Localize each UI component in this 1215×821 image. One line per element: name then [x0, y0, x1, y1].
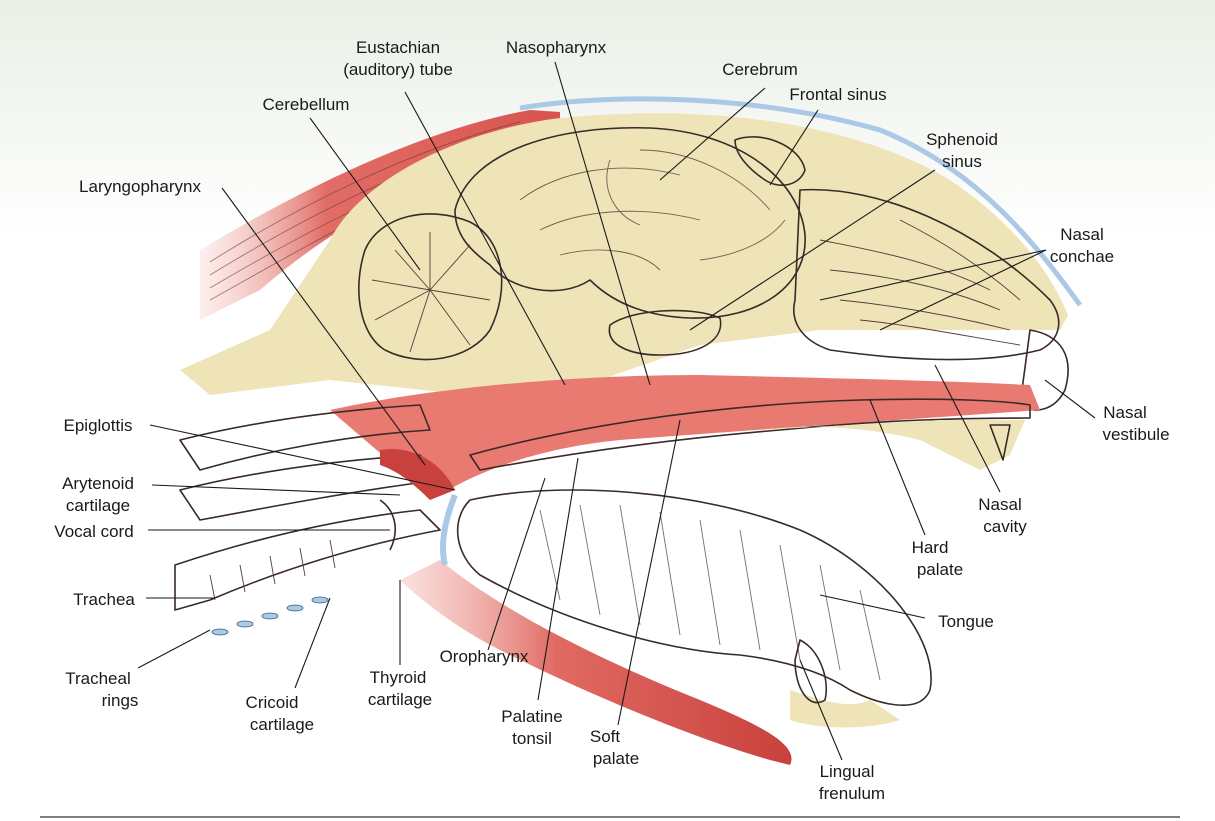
label-nasopharynx: Nasopharynx — [506, 38, 607, 57]
label-palatine-line2: tonsil — [512, 729, 552, 748]
tracheal-rings-shape — [212, 597, 328, 635]
label-nasal-vestibule-line1: Nasal — [1103, 403, 1146, 422]
label-thyroid-line2: cartilage — [368, 690, 432, 709]
label-thyroid-line1: Thyroid — [370, 668, 427, 687]
label-eustachian-line1: Eustachian — [356, 38, 440, 57]
label-hard-palate-line1: Hard — [912, 538, 949, 557]
label-tongue: Tongue — [938, 612, 994, 631]
anatomy-illustration — [175, 99, 1080, 765]
label-frontal-sinus: Frontal sinus — [789, 85, 886, 104]
label-trachea: Trachea — [73, 590, 135, 609]
leader-arytenoid — [152, 485, 400, 495]
label-nasal-conchae-line1: Nasal — [1060, 225, 1103, 244]
label-tracheal-rings-line2: rings — [102, 691, 139, 710]
leader-tracheal-rings — [138, 630, 210, 668]
label-arytenoid-line1: Arytenoid — [62, 474, 134, 493]
label-sphenoid-line1: Sphenoid — [926, 130, 998, 149]
label-soft-palate-line1: Soft — [590, 727, 621, 746]
label-nasal-conchae-line2: conchae — [1050, 247, 1114, 266]
label-lingual-line1: Lingual — [820, 762, 875, 781]
label-nasal-cavity-line2: cavity — [983, 517, 1027, 536]
leader-cricoid — [295, 598, 330, 688]
label-eustachian-line2: (auditory) tube — [343, 60, 453, 79]
label-nasal-cavity-line1: Nasal — [978, 495, 1021, 514]
label-vocal-cord: Vocal cord — [54, 522, 133, 541]
laryngeal-cartilage — [443, 495, 455, 565]
label-arytenoid-line2: cartilage — [66, 496, 130, 515]
label-cricoid-line1: Cricoid — [246, 693, 299, 712]
label-cerebrum: Cerebrum — [722, 60, 798, 79]
label-palatine-line1: Palatine — [501, 707, 562, 726]
label-epiglottis: Epiglottis — [64, 416, 133, 435]
lower-jaw-bone — [790, 690, 900, 728]
label-laryngopharynx: Laryngopharynx — [79, 177, 201, 196]
label-lingual-line2: frenulum — [819, 784, 885, 803]
tongue-shape — [458, 490, 931, 705]
label-cricoid-line2: cartilage — [250, 715, 314, 734]
label-oropharynx: Oropharynx — [440, 647, 529, 666]
label-soft-palate-line2: palate — [593, 749, 639, 768]
label-hard-palate-line2: palate — [917, 560, 963, 579]
leader-nasal-vestibule — [1045, 380, 1095, 418]
label-tracheal-rings-line1: Tracheal — [65, 669, 131, 688]
leader-tongue — [820, 595, 925, 618]
label-cerebellum: Cerebellum — [263, 95, 350, 114]
label-sphenoid-line2: sinus — [942, 152, 982, 171]
label-nasal-vestibule-line2: vestibule — [1102, 425, 1169, 444]
